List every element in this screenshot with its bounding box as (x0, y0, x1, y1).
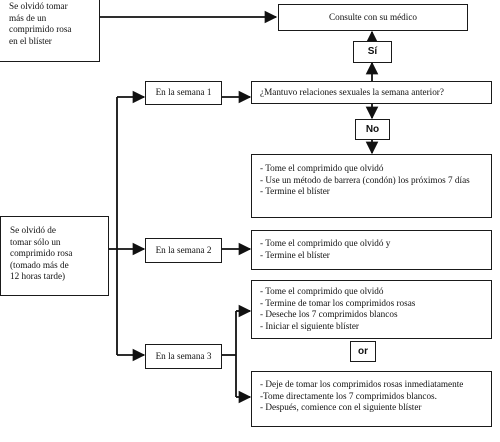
box-consult-doctor: Consulte con su médico (278, 4, 468, 31)
week2-instruction: - Tome el comprimido que olvidó y (260, 238, 391, 248)
week1-instruction: - Use un método de barrera (condón) los … (260, 174, 470, 185)
box-no: No (355, 119, 390, 140)
box-week1: En la semana 1 (145, 81, 222, 105)
box-week3-option-a: - Tome el comprimido que olvidó - Termin… (251, 280, 492, 339)
week2-instruction: - Termine el blíster (260, 249, 330, 260)
box-week1-instructions: - Tome el comprimido que olvidó - Use un… (251, 154, 492, 218)
week3-text: En la semana 3 (155, 350, 212, 361)
yes-text: Sí (367, 46, 378, 58)
forgot-more-line: comprimido rosa (9, 24, 72, 35)
question-text: ¿Mantuvo relaciones sexuales la semana a… (260, 86, 444, 97)
forgot-more-line: en el blíster (9, 35, 52, 46)
box-question: ¿Mantuvo relaciones sexuales la semana a… (251, 81, 492, 104)
week3-option-a-line: - Deseche los 7 comprimidos blancos (260, 309, 398, 320)
week3-option-b-line: - Después, comience con el siguiente blí… (260, 402, 422, 413)
box-week3-option-b: - Deje de tomar los comprimidos rosas in… (251, 371, 492, 427)
box-week2-instructions: - Tome el comprimido que olvidó y - Term… (251, 230, 492, 270)
forgot-one-line: (tomado más de (10, 259, 69, 270)
week3-option-a-line: - Iniciar el siguiente blíster (260, 320, 359, 331)
consult-doctor-text: Consulte con su médico (328, 11, 418, 22)
box-week2: En la semana 2 (145, 238, 222, 263)
or-text: or (358, 345, 368, 357)
forgot-more-line: más de un (9, 12, 47, 23)
week3-option-b-line: - Deje de tomar los comprimidos rosas in… (260, 379, 464, 389)
week2-text: En la semana 2 (155, 244, 212, 255)
box-or: or (350, 341, 376, 362)
box-week3: En la semana 3 (145, 344, 222, 369)
week1-instruction: - Tome el comprimido que olvidó (260, 163, 384, 173)
week3-option-a-line: - Tome el comprimido que olvidó (260, 286, 384, 296)
box-yes: Sí (353, 41, 392, 63)
forgot-more-line: Se olvidó tomar (9, 1, 68, 11)
week1-text: En la semana 1 (155, 87, 212, 98)
week1-instruction: - Termine el blíster (260, 186, 330, 197)
box-forgot-more-than-one: Se olvidó tomar más de un comprimido ros… (0, 0, 100, 62)
forgot-one-line: 12 horas tarde) (10, 271, 66, 282)
week3-option-b-line: -Tome directamente los 7 comprimidos bla… (260, 390, 437, 401)
no-text: No (365, 123, 380, 135)
week3-option-a-line: - Termine de tomar los comprimidos rosas (260, 297, 416, 308)
forgot-one-line: comprimido rosa (10, 248, 73, 259)
forgot-one-line: tomar sólo un (10, 236, 61, 247)
forgot-one-line: Se olvidó de (10, 225, 56, 235)
box-forgot-one: Se olvidó de tomar sólo un comprimido ro… (0, 216, 109, 296)
